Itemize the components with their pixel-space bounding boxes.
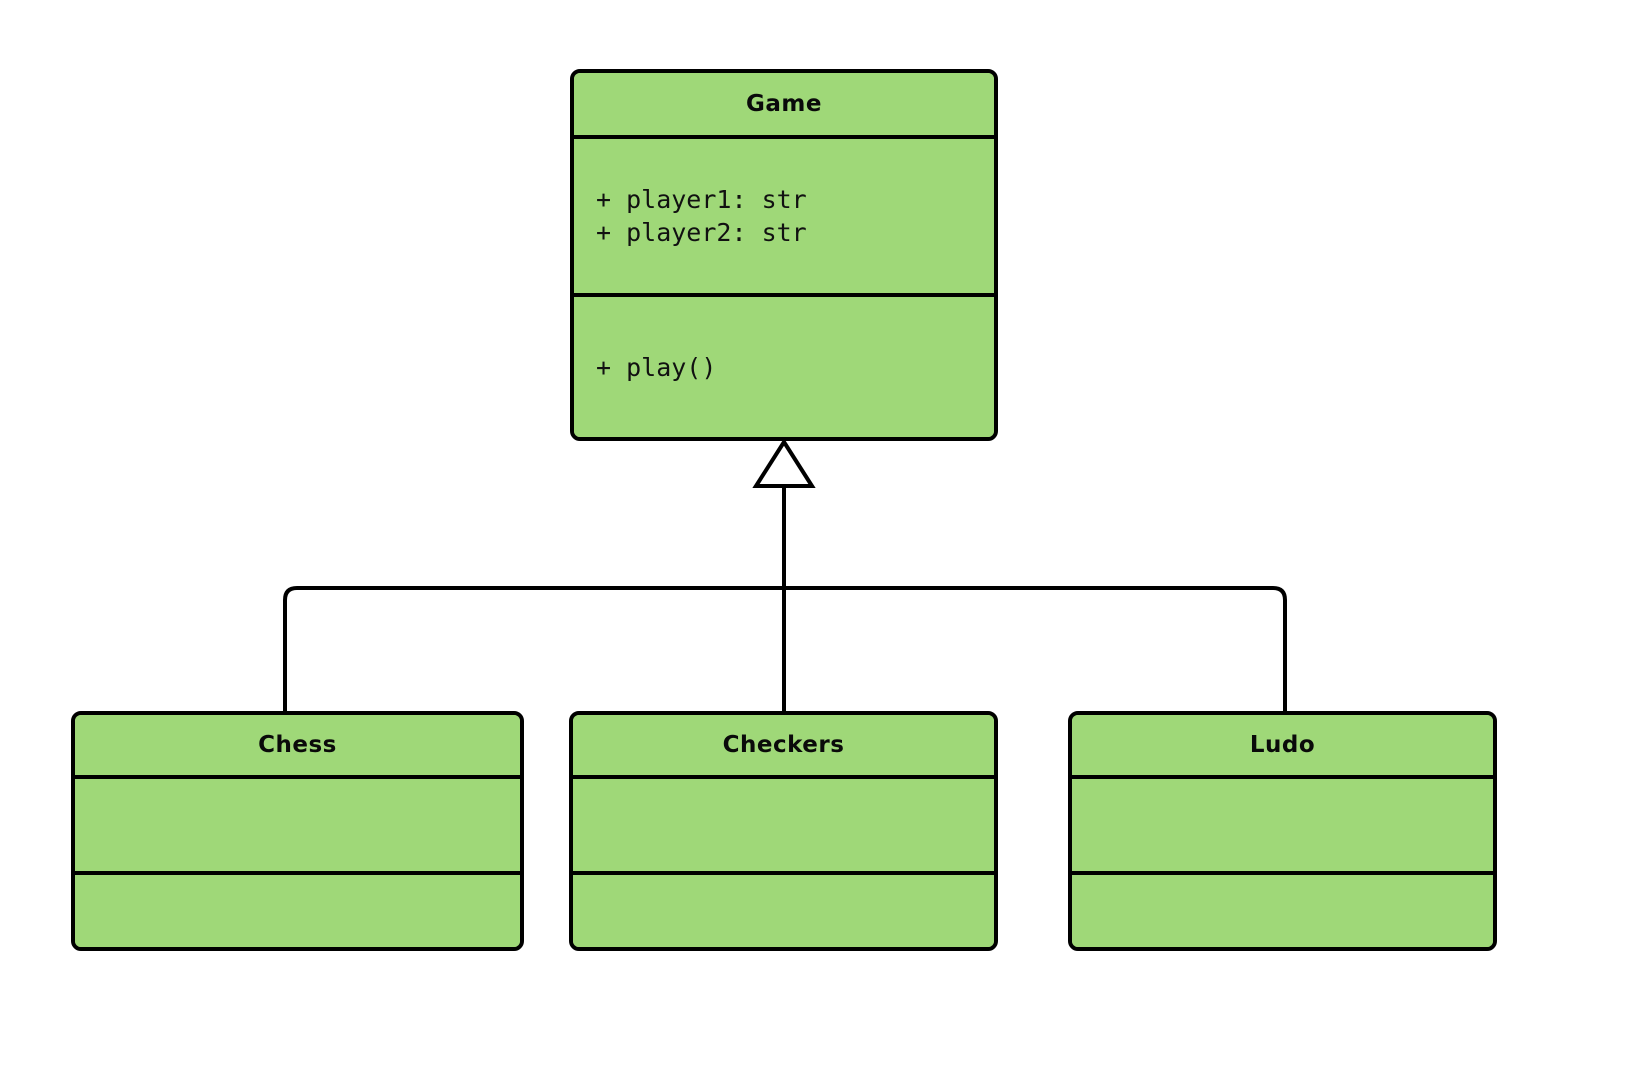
- generalization-bus-left: [283, 586, 784, 712]
- inheritance-triangle-arrowhead: [752, 438, 816, 488]
- methods-compartment-ludo: [1072, 875, 1493, 947]
- method-item: + play(): [596, 352, 717, 382]
- class-name-chess: Chess: [75, 715, 520, 779]
- methods-compartment-checkers: [573, 875, 994, 947]
- uml-class-checkers[interactable]: Checkers: [569, 711, 998, 951]
- class-name-game: Game: [574, 73, 994, 139]
- attributes-compartment-game: + player1: str + player2: str: [574, 139, 994, 297]
- attributes-compartment-ludo: [1072, 779, 1493, 875]
- class-name-ludo: Ludo: [1072, 715, 1493, 779]
- attribute-item: + player2: str: [596, 218, 807, 247]
- attribute-item: + player1: str: [596, 185, 807, 214]
- uml-class-game[interactable]: Game + player1: str + player2: str + pla…: [570, 69, 998, 441]
- class-name-checkers: Checkers: [573, 715, 994, 779]
- methods-compartment-chess: [75, 875, 520, 947]
- uml-class-chess[interactable]: Chess: [71, 711, 524, 951]
- generalization-bus-right: [784, 586, 1287, 712]
- attributes-compartment-chess: [75, 779, 520, 875]
- methods-compartment-game: + play(): [574, 297, 994, 437]
- uml-class-ludo[interactable]: Ludo: [1068, 711, 1497, 951]
- attributes-compartment-checkers: [573, 779, 994, 875]
